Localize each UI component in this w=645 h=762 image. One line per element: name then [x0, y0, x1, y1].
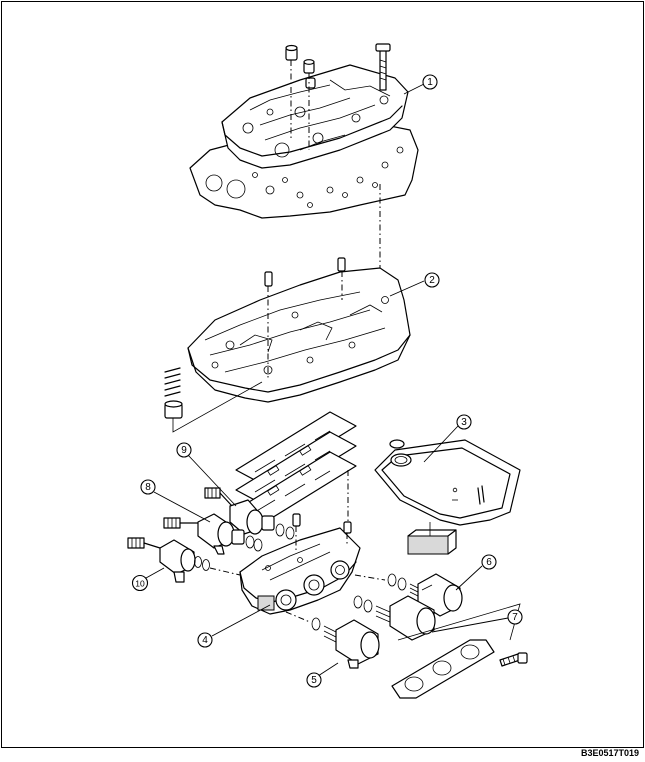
callout-6-label: 6 — [486, 557, 492, 568]
callout-5: 5 — [306, 672, 322, 688]
callout-10: 10 — [131, 574, 149, 592]
callout-2: 2 — [424, 272, 440, 288]
callout-5-label: 5 — [311, 675, 317, 686]
callout-9: 9 — [176, 442, 192, 458]
separator-plate-stack — [235, 411, 357, 525]
callout-2-label: 2 — [429, 275, 435, 286]
callout-3: 3 — [456, 414, 472, 430]
oil-strainer — [374, 439, 521, 555]
solenoid-7 — [353, 595, 436, 641]
solenoid-6 — [354, 573, 463, 617]
callout-8: 8 — [140, 479, 156, 495]
solenoid-9 — [204, 487, 295, 540]
callout-8-label: 8 — [145, 482, 151, 493]
callouts: 1 2 3 4 5 6 7 8 — [131, 74, 523, 688]
callout-1-label: 1 — [427, 77, 433, 88]
callout-7-label: 7 — [512, 612, 518, 623]
solenoid-10 — [127, 537, 241, 583]
callout-1: 1 — [422, 74, 438, 90]
callout-10-label: 10 — [135, 579, 145, 589]
middle-valve-body — [164, 257, 411, 433]
solenoid-5 — [285, 611, 380, 669]
diagram-border — [1, 1, 644, 748]
solenoid-bracket — [391, 603, 528, 699]
solenoid-8 — [163, 513, 263, 555]
callout-4-label: 4 — [202, 635, 208, 646]
callout-4: 4 — [197, 632, 213, 648]
callout-7: 7 — [507, 609, 523, 625]
figure-code: B3E0517T019 — [580, 748, 639, 758]
callout-6: 6 — [481, 554, 497, 570]
callout-3-label: 3 — [461, 417, 467, 428]
upper-valve-body — [189, 43, 419, 219]
lower-valve-body — [239, 513, 361, 615]
callout-9-label: 9 — [181, 445, 187, 456]
